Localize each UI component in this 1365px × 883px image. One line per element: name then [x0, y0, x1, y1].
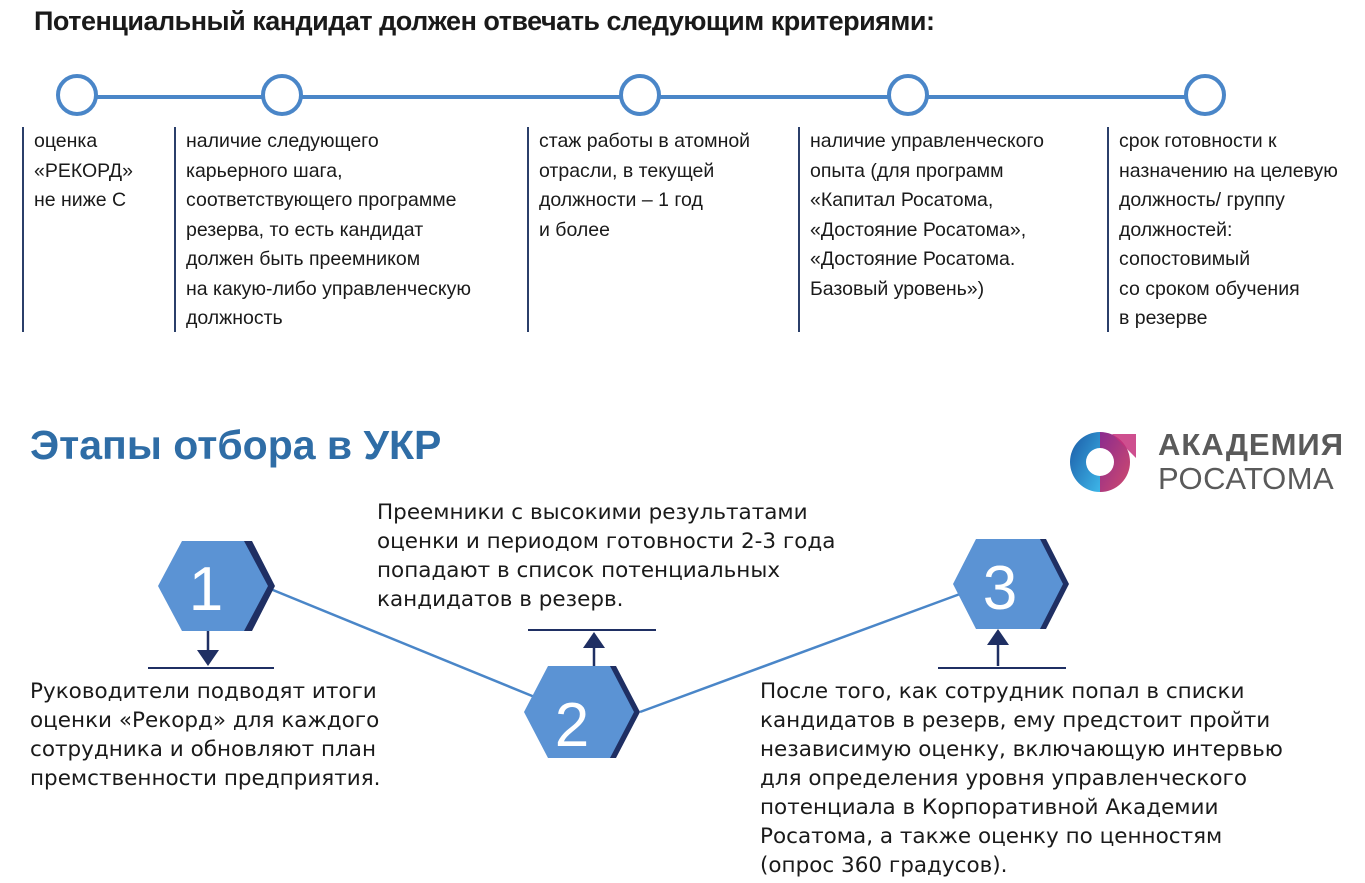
stage-2-up-arrow — [528, 629, 656, 668]
stage-3-up-arrow — [938, 629, 1066, 669]
stage-2-text: Преемники с высокими результатами оценки… — [377, 500, 836, 612]
criterion-1: оценка «РЕКОРД» не ниже С — [22, 127, 162, 332]
timeline-node-4 — [887, 74, 929, 116]
stage-2-number: 2 — [555, 691, 589, 760]
logo-line1: АКАДЕМИЯ — [1158, 427, 1344, 462]
criterion-5: срок готовности к назначению на целевую … — [1107, 127, 1363, 332]
logo-line2: РОСАТОМА — [1158, 461, 1335, 496]
section-title: Этапы отбора в УКР — [30, 422, 442, 468]
timeline-node-2 — [261, 74, 303, 116]
criterion-2: наличие следующего карьерного шага, соот… — [174, 127, 514, 332]
stage-1-hexagon: 1 — [158, 541, 275, 631]
stage-3-text: После того, как сотрудник попал в списки… — [760, 679, 1283, 878]
criterion-4: наличие управленческого опыта (для прогр… — [798, 127, 1088, 332]
connector-1-2 — [267, 586, 543, 702]
rosatom-logo-icon — [1060, 426, 1140, 498]
criterion-3: стаж работы в атомной отрасли, в текущей… — [527, 127, 782, 332]
timeline-node-5 — [1184, 74, 1226, 116]
stage-2-hexagon: 2 — [524, 666, 640, 760]
stage-1-down-arrow — [148, 628, 274, 669]
connector-2-3 — [639, 592, 961, 714]
stage-3-number: 3 — [983, 554, 1017, 623]
stage-3-hexagon: 3 — [953, 539, 1069, 629]
stage-1-text: Руководители подводят итоги оценки «Реко… — [30, 679, 381, 791]
criteria-heading: Потенциальный кандидат должен отвечать с… — [34, 6, 935, 36]
stage-1-number: 1 — [189, 555, 223, 624]
timeline-node-3 — [619, 74, 661, 116]
timeline-node-1 — [56, 74, 98, 116]
